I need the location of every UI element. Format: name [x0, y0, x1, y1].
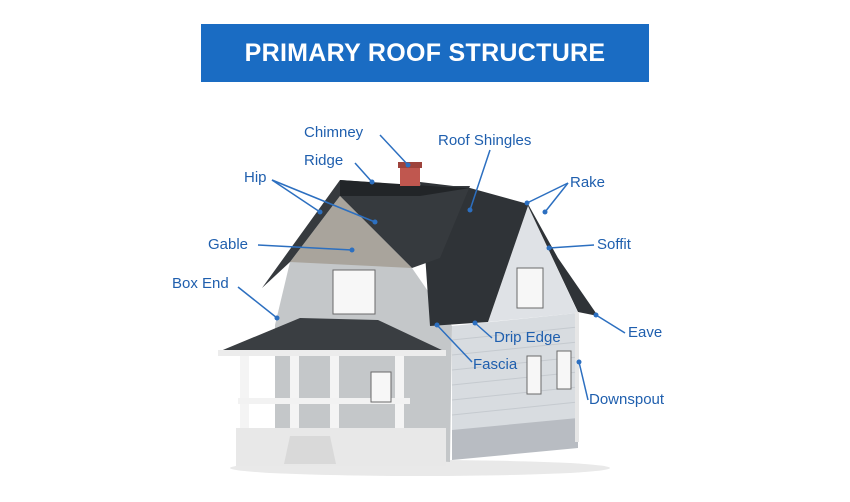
label-ridge: Ridge	[304, 152, 344, 169]
windows	[332, 267, 572, 403]
leader-dots	[274, 162, 599, 365]
label-box-end: Box End	[172, 275, 229, 292]
front-roof	[262, 180, 470, 288]
label-rake: Rake	[570, 174, 606, 191]
label-drip-edge: Drip Edge	[494, 329, 561, 346]
porch-base	[236, 428, 446, 466]
porch-rail	[238, 398, 410, 404]
right-gable-wall	[488, 206, 578, 322]
label-fascia: Fascia	[473, 356, 518, 373]
label-roof-shingles: Roof Shingles	[438, 132, 532, 149]
main-roof	[420, 182, 598, 326]
label-downspout: Downspout	[589, 391, 665, 408]
leader-lines	[237, 134, 626, 401]
label-soffit: Soffit	[597, 236, 631, 253]
label-hip: Hip	[244, 169, 267, 186]
front-wall	[275, 262, 452, 462]
porch-roof	[218, 318, 446, 352]
downspout-pipe	[575, 312, 579, 442]
side-foundation	[452, 418, 578, 460]
porch-steps	[284, 436, 336, 464]
chimney-stack	[400, 166, 420, 186]
label-eave: Eave	[628, 324, 663, 341]
label-chimney: Chimney	[304, 124, 364, 141]
diagram-title: PRIMARY ROOF STRUCTURE	[244, 38, 606, 67]
label-gable: Gable	[208, 236, 249, 253]
title-banner: PRIMARY ROOF STRUCTURE	[201, 24, 649, 82]
